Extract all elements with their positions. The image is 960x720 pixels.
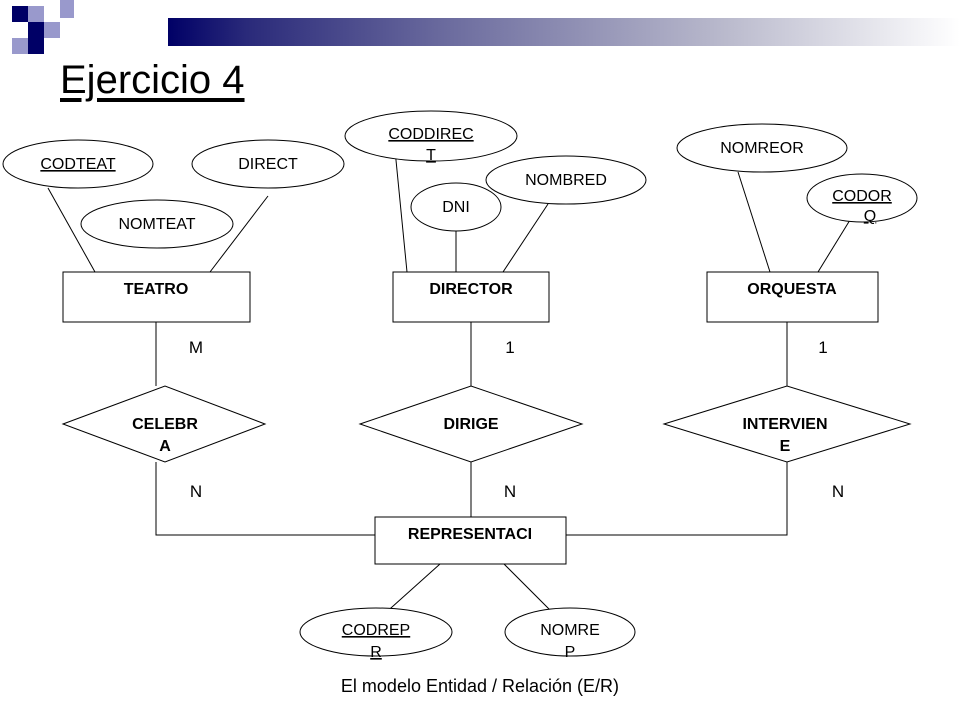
entity-teatro-label: TEATRO: [124, 281, 189, 298]
relationship-celebra-line1: CELEBR: [132, 416, 198, 433]
line-nombred: [502, 203, 549, 273]
cardinality-celebra-representacion: N: [190, 482, 202, 501]
relationship-dirige-label: DIRIGE: [443, 416, 498, 433]
attribute-codrepr-line1: CODREP: [342, 622, 410, 639]
relationship-celebra-line2: A: [159, 438, 171, 455]
line-interviene-representacion: [566, 462, 788, 536]
attribute-direct: DIRECT: [191, 139, 345, 189]
attribute-nomrep: NOMRE P: [504, 607, 636, 661]
line-codorq: [817, 219, 851, 273]
attribute-nomreor: NOMREOR: [676, 123, 848, 173]
attribute-codrepr: CODREP R: [299, 607, 453, 661]
line-nomreor: [737, 171, 771, 273]
corner-square-5: [28, 22, 44, 38]
line-nomrep: [503, 563, 557, 617]
title-bar: [168, 18, 960, 46]
line-codteat: [47, 187, 96, 273]
entity-orquesta-label: ORQUESTA: [747, 281, 837, 298]
entity-representacion-label: REPRESENTACI: [408, 526, 532, 543]
corner-square-9: [44, 22, 60, 38]
attribute-dni-label: DNI: [442, 199, 470, 216]
relationship-interviene: INTERVIEN E: [662, 385, 912, 463]
page-title: Ejercicio 4: [60, 58, 245, 102]
corner-square-6: [12, 38, 28, 54]
relationship-interviene-line1: INTERVIEN: [742, 416, 827, 433]
connector-lines: [47, 149, 851, 617]
entity-director: DIRECTOR: [392, 271, 550, 323]
entity-orquesta: ORQUESTA: [706, 271, 879, 323]
entity-teatro: TEATRO: [62, 271, 251, 323]
attribute-codrepr-line2: R: [370, 644, 382, 661]
corner-square-8: [60, 0, 74, 18]
attribute-nomteat: NOMTEAT: [80, 199, 234, 249]
cardinality-dirige-representacion: N: [504, 482, 516, 501]
attribute-dni: DNI: [410, 182, 502, 232]
line-coddirect: [394, 149, 408, 273]
corner-square-4: [12, 22, 28, 38]
entity-representacion: REPRESENTACI: [374, 516, 567, 565]
corner-square-1: [12, 6, 28, 22]
entity-director-label: DIRECTOR: [429, 281, 513, 298]
attribute-codorq-line2: Q: [864, 208, 876, 225]
attribute-nomteat-label: NOMTEAT: [118, 216, 195, 233]
line-direct: [209, 195, 269, 273]
relationship-dirige: DIRIGE: [358, 385, 584, 463]
attribute-codteat: CODTEAT: [2, 139, 154, 189]
cardinality-interviene-representacion: N: [832, 482, 844, 501]
corner-square-2: [28, 6, 44, 22]
cardinality-director-dirige: 1: [505, 338, 514, 357]
attribute-nomreor-label: NOMREOR: [720, 140, 804, 157]
relationship-celebra: CELEBR A: [61, 385, 267, 463]
attribute-nombred: NOMBRED: [485, 155, 647, 205]
attribute-direct-label: DIRECT: [238, 156, 298, 173]
attribute-codorq: CODOR Q: [806, 173, 918, 225]
line-codrepr: [381, 563, 441, 617]
attribute-nombred-label: NOMBRED: [525, 172, 607, 189]
attribute-nomrep-line1: NOMRE: [540, 622, 600, 639]
attribute-codteat-label: CODTEAT: [40, 156, 115, 173]
slide-footer: El modelo Entidad / Relación (E/R): [340, 676, 620, 696]
relationship-interviene-line2: E: [780, 438, 791, 455]
cardinality-teatro-celebra: M: [189, 338, 203, 357]
line-celebra-representacion: [155, 462, 375, 536]
attribute-coddirect-line2: T: [426, 147, 436, 164]
attribute-coddirect: CODDIREC T: [344, 110, 518, 164]
attribute-coddirect-line1: CODDIREC: [388, 126, 473, 143]
corner-square-3: [44, 0, 60, 22]
attribute-nomrep-line2: P: [565, 644, 576, 661]
corner-square-7: [28, 38, 44, 54]
cardinality-orquesta-interviene: 1: [818, 338, 827, 357]
attribute-codorq-line1: CODOR: [832, 188, 892, 205]
